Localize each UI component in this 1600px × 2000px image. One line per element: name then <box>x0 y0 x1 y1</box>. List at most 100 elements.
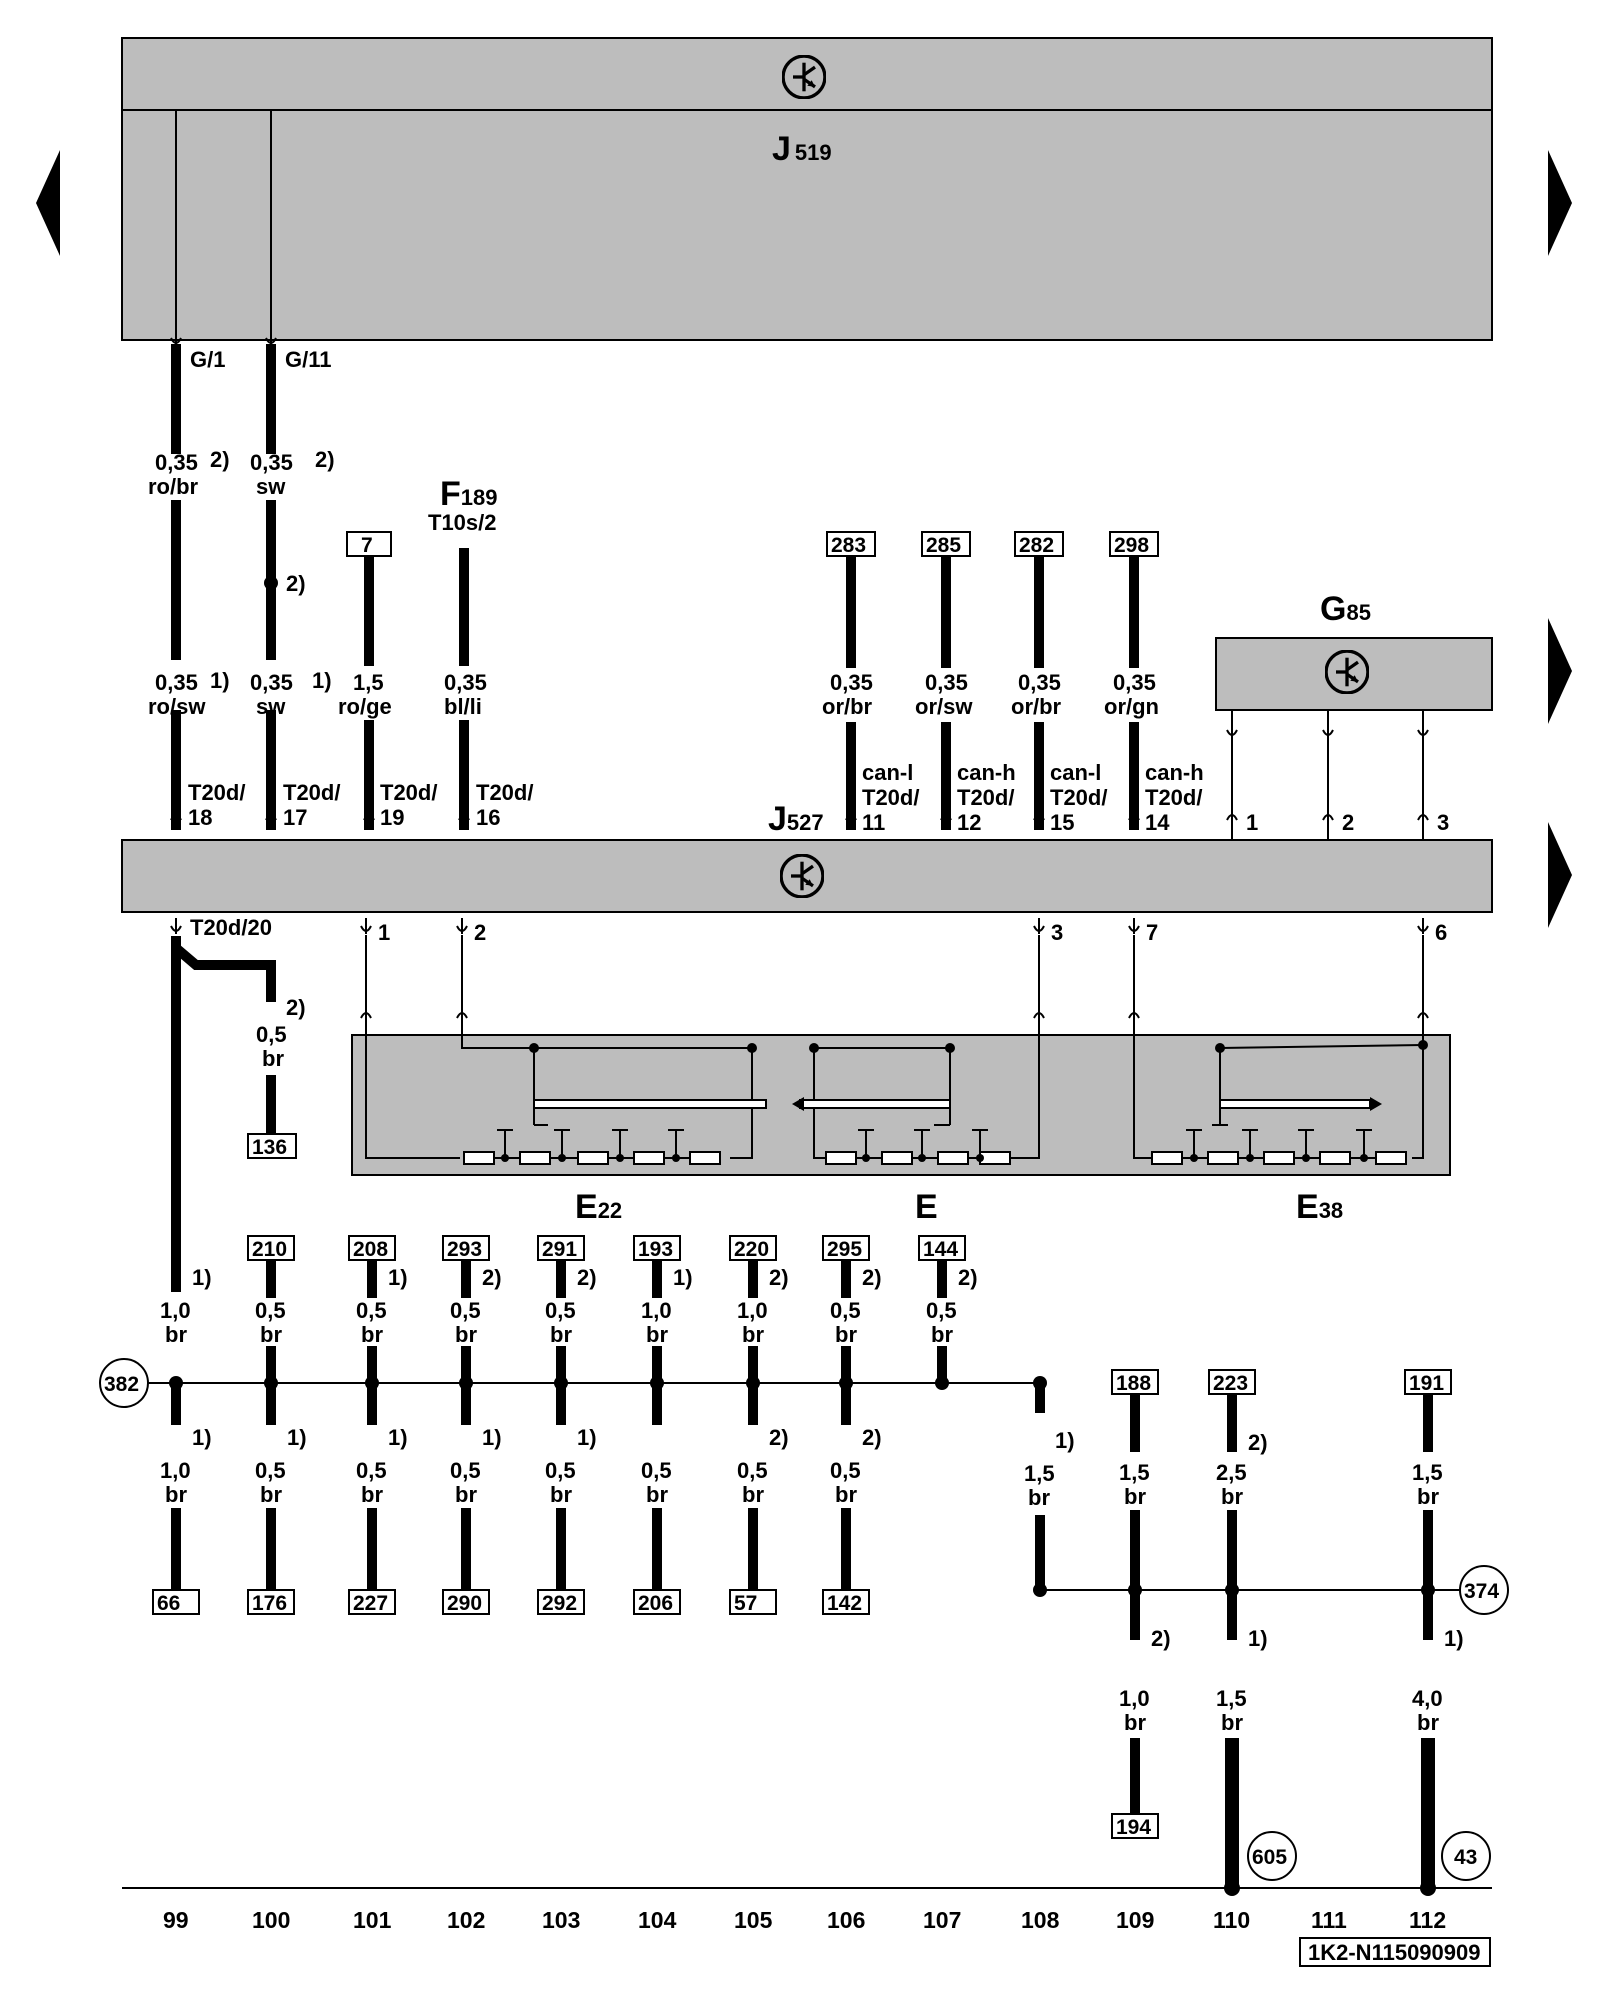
svg-text:2): 2) <box>862 1425 882 1450</box>
ref-box[interactable] <box>348 1589 396 1615</box>
svg-text:220: 220 <box>734 1238 769 1261</box>
svg-text:291: 291 <box>542 1238 577 1261</box>
ref-box[interactable] <box>822 1235 870 1261</box>
column-number: 105 <box>734 1907 773 1933</box>
g85-wires: 1 2 3 <box>1226 710 1449 840</box>
svg-text:0,5: 0,5 <box>356 1458 387 1483</box>
ref-box[interactable] <box>822 1589 870 1615</box>
svg-text:br: br <box>646 1322 668 1347</box>
ref-box[interactable] <box>1111 1369 1159 1395</box>
wire-7-spec: 1,5 <box>353 670 384 695</box>
ground-top-wire: 1)1,0br <box>160 1265 212 1390</box>
riser-108-color: br <box>1028 1485 1050 1510</box>
ref-box[interactable] <box>633 1589 681 1615</box>
ref-box[interactable] <box>537 1589 585 1615</box>
prev-page-arrow-icon[interactable] <box>36 150 60 256</box>
svg-text:br: br <box>550 1482 572 1507</box>
svg-text:1): 1) <box>482 1425 502 1450</box>
svg-text:0,5: 0,5 <box>641 1458 672 1483</box>
svg-text:can-h: can-h <box>957 760 1016 785</box>
ref-box-282[interactable] <box>1014 531 1064 557</box>
svg-text:17: 17 <box>283 805 307 830</box>
svg-text:1): 1) <box>1248 1626 1268 1651</box>
ref-box[interactable] <box>1111 1813 1159 1839</box>
ref-box[interactable] <box>1404 1369 1452 1395</box>
ref-box[interactable] <box>633 1235 681 1261</box>
svg-text:208: 208 <box>353 1238 388 1261</box>
ref-box[interactable] <box>537 1235 585 1261</box>
svg-text:292: 292 <box>542 1592 577 1615</box>
module-e-label: E <box>915 1188 938 1226</box>
svg-text:0,5: 0,5 <box>255 1458 286 1483</box>
ref-box-7[interactable] <box>346 531 392 557</box>
next-page-arrow-icon-2[interactable] <box>1548 618 1572 724</box>
svg-text:br: br <box>361 1322 383 1347</box>
svg-text:br: br <box>260 1482 282 1507</box>
svg-text:0,5: 0,5 <box>926 1298 957 1323</box>
svg-text:0,5: 0,5 <box>450 1298 481 1323</box>
ground-point-43[interactable] <box>1441 1831 1491 1881</box>
wire-g11-spec-bot: 0,35 <box>250 670 293 695</box>
ref-box[interactable] <box>247 1235 295 1261</box>
svg-text:2): 2) <box>482 1265 502 1290</box>
ref-box-136[interactable] <box>247 1133 297 1159</box>
svg-text:br: br <box>835 1322 857 1347</box>
svg-text:1): 1) <box>192 1265 212 1290</box>
svg-text:3: 3 <box>1437 810 1449 835</box>
svg-text:br: br <box>1124 1710 1146 1735</box>
column-number: 111 <box>1311 1907 1347 1933</box>
wire-f189-spec: 0,35 <box>444 670 487 695</box>
ground-point-374[interactable] <box>1459 1565 1509 1615</box>
svg-text:136: 136 <box>252 1136 287 1159</box>
svg-text:T20d/: T20d/ <box>188 780 245 805</box>
svg-text:can-l: can-l <box>1050 760 1101 785</box>
svg-text:2): 2) <box>1248 1430 1268 1455</box>
ref-box-285[interactable] <box>921 531 971 557</box>
module-j519 <box>121 37 1493 341</box>
module-j527 <box>121 839 1493 913</box>
column-number: 107 <box>923 1907 961 1933</box>
ground-bottom-wires: 1)1,0br661)0,5br1761)0,5br2271)0,5br2901… <box>152 1383 882 1615</box>
module-g85 <box>1215 637 1493 711</box>
svg-text:1,0: 1,0 <box>737 1298 768 1323</box>
svg-text:7: 7 <box>1146 920 1158 945</box>
doc-id-box <box>1299 1937 1491 1967</box>
ref-box[interactable] <box>247 1589 295 1615</box>
svg-text:2): 2) <box>577 1265 597 1290</box>
svg-text:1,5: 1,5 <box>1216 1686 1247 1711</box>
svg-text:1): 1) <box>673 1265 693 1290</box>
wire-g11-spec-top: 0,35 <box>250 450 293 475</box>
svg-text:br: br <box>931 1322 953 1347</box>
riser-108-note: 1) <box>1055 1428 1075 1453</box>
ref-box[interactable] <box>729 1589 777 1615</box>
svg-text:can-h: can-h <box>1145 760 1204 785</box>
wire-g1-color-top: ro/br <box>148 474 199 499</box>
svg-text:11: 11 <box>862 810 885 835</box>
next-page-arrow-icon-3[interactable] <box>1548 822 1572 928</box>
svg-text:br: br <box>1221 1710 1243 1735</box>
svg-text:66: 66 <box>157 1592 180 1615</box>
svg-text:can-l: can-l <box>862 760 913 785</box>
column-number: 110 <box>1213 1907 1250 1933</box>
ground-point-382[interactable] <box>99 1358 149 1408</box>
svg-text:0,5: 0,5 <box>830 1298 861 1323</box>
ground-point-605[interactable] <box>1247 1831 1297 1881</box>
ref-box[interactable] <box>152 1589 200 1615</box>
column-number: 104 <box>638 1907 677 1933</box>
ref-box[interactable] <box>348 1235 396 1261</box>
j527-bottom-pins: T20d/20 1 2 3 7 6 <box>170 915 1447 1026</box>
svg-text:1,5: 1,5 <box>1412 1460 1443 1485</box>
next-page-arrow-icon[interactable] <box>1548 150 1572 256</box>
svg-text:210: 210 <box>252 1238 287 1261</box>
svg-text:br: br <box>165 1322 187 1347</box>
ref-box[interactable] <box>442 1589 490 1615</box>
column-number: 103 <box>542 1907 580 1933</box>
svg-text:2: 2 <box>1342 810 1354 835</box>
branch-136-note: 2) <box>286 995 306 1020</box>
